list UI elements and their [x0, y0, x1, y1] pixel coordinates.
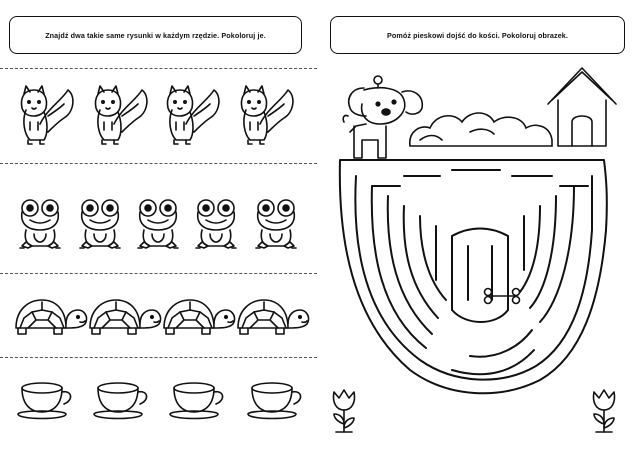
instruction-box-left: Znajdź dwa takie same rysunki w każdym r… [9, 16, 302, 54]
row-frogs [19, 199, 297, 249]
turtle-drawing [89, 299, 162, 335]
squirrel-drawing [94, 85, 148, 145]
row-teacups [17, 382, 302, 420]
row-squirrels [20, 85, 294, 145]
tulip-drawing-right [592, 389, 616, 433]
row-turtles [15, 299, 310, 335]
teacup-drawing [169, 382, 224, 420]
turtle-drawing [237, 299, 310, 335]
frog-drawing [195, 199, 237, 249]
row-divider [0, 273, 317, 274]
dog-drawing [342, 75, 424, 159]
squirrel-drawing [166, 85, 220, 145]
instruction-box-right: Pomóż pieskowi dojść do kości. Pokoloruj… [330, 16, 625, 54]
instruction-text-right: Pomóż pieskowi dojść do kości. Pokoloruj… [386, 30, 569, 40]
squirrel-drawing [20, 85, 74, 145]
squirrel-drawing [240, 85, 294, 145]
tulip-drawing-left [332, 389, 356, 433]
teacup-drawing [93, 382, 148, 420]
bushes-drawing [409, 112, 553, 147]
bone-icon [483, 287, 521, 305]
frog-drawing [19, 199, 61, 249]
instruction-text-left: Znajdź dwa takie same rysunki w każdym r… [45, 30, 266, 40]
teacup-drawing [247, 382, 302, 420]
turtle-drawing [15, 299, 88, 335]
teacup-drawing [17, 382, 72, 420]
maze [338, 159, 608, 395]
row-divider [0, 163, 317, 164]
doghouse-drawing [547, 67, 617, 147]
frog-drawing [255, 199, 297, 249]
frog-drawing [79, 199, 121, 249]
frog-drawing [137, 199, 179, 249]
row-divider [0, 357, 317, 358]
row-divider [0, 68, 317, 69]
turtle-drawing [163, 299, 236, 335]
